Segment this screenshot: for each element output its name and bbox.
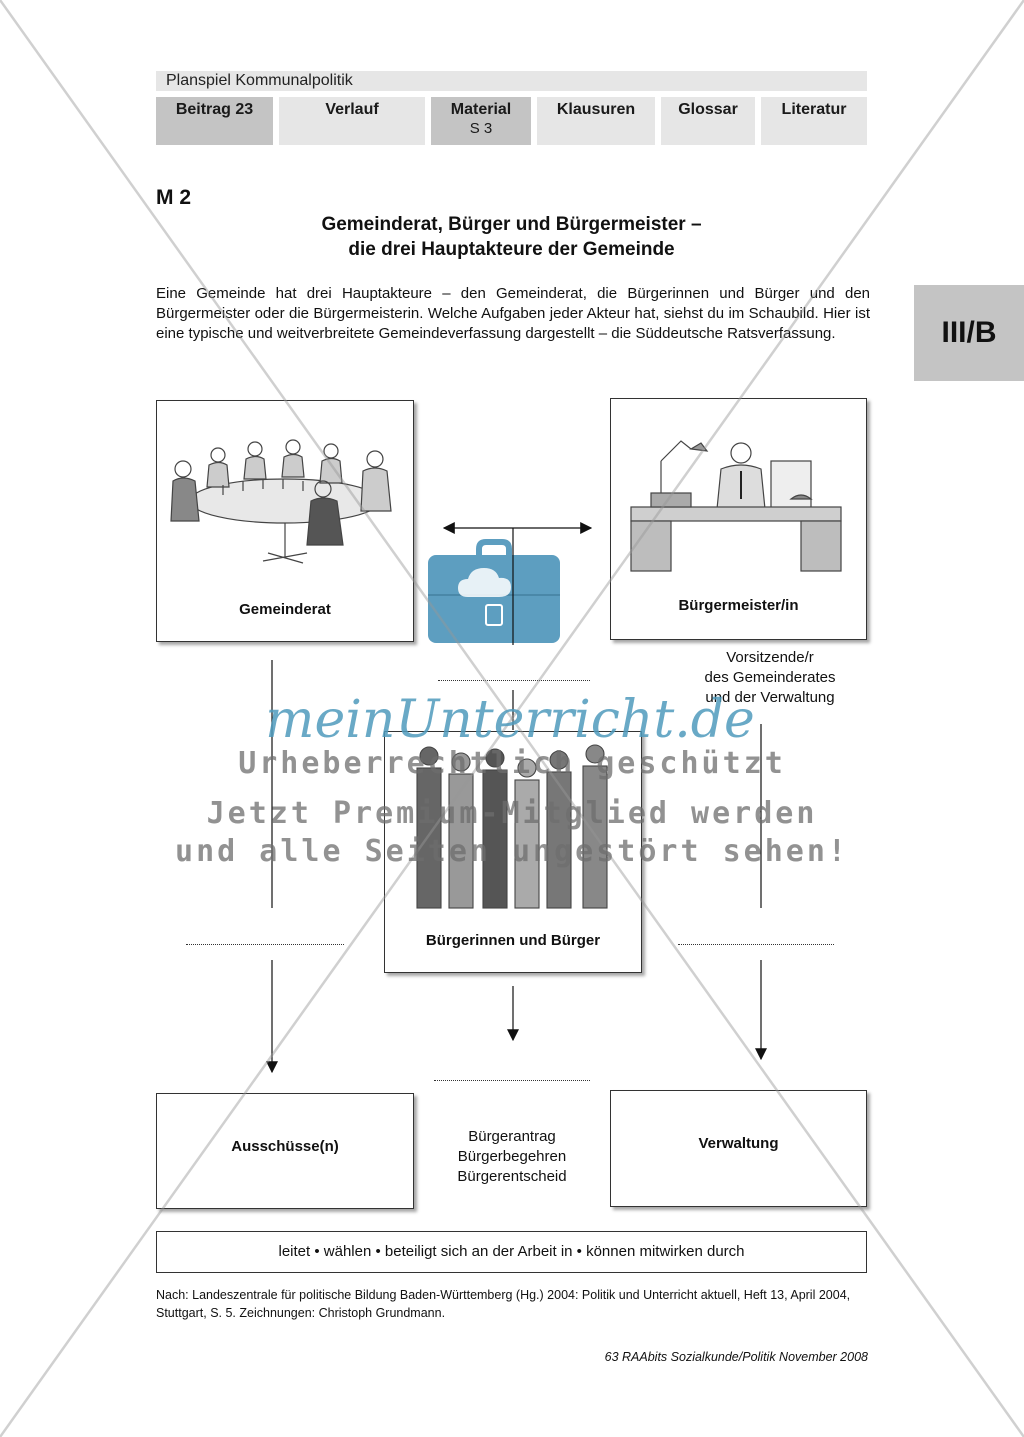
tab-label: Klausuren [556,101,636,118]
verwaltung-label: Verwaltung [698,1135,779,1152]
word-bank: leitet • wählen • beteiligt sich an der … [156,1231,867,1273]
role-note-line: und der Verwaltung [705,689,835,706]
intro-paragraph: Eine Gemeinde hat drei Hauptakteure – de… [156,285,870,342]
tab-klausuren[interactable]: Klausuren [537,97,655,145]
blank-line-left[interactable] [186,944,344,945]
blank-line-bottom[interactable] [434,1080,590,1081]
mayor-at-desk-drawing [630,440,842,572]
buergermeister-box: Bürgermeister/in [610,398,867,640]
role-note-line: Vorsitzende/r [726,649,814,666]
tab-literatur[interactable]: Literatur [761,97,867,145]
council-meeting-drawing [170,439,392,564]
briefcase-icon [428,539,560,643]
tab-label: Beitrag 23 [175,101,254,118]
section-tab: III/B [914,285,1024,381]
tab-label: Verlauf [325,101,379,118]
ausschuesse-box: Ausschüsse(n) [156,1093,414,1209]
source-citation: Nach: Landeszentrale für politische Bild… [156,1288,851,1320]
buerger-instruments: Bürgerantrag Bürgerbegehren Bürgerentsch… [430,1127,594,1187]
role-note-line: des Gemeinderates [704,669,836,686]
watermark-line-1: Urheberrechtlich geschützt [238,746,786,781]
instrument-item: Bürgerantrag [468,1128,556,1145]
tab-material[interactable]: Material S 3 [431,97,531,145]
page-title: Gemeinderat, Bürger und Bürgermeister – … [156,212,867,262]
watermark-line-3: und alle Seiten ungestört sehen! [175,834,849,869]
title-line-1: Gemeinderat, Bürger und Bürgermeister – [321,214,702,235]
tab-label: Glossar [678,101,738,118]
blank-line-top[interactable] [438,680,590,681]
watermark-logo: meinUnterricht.de [265,690,755,750]
buergermeister-role-note: Vorsitzende/r des Gemeinderates und der … [680,648,860,708]
tab-sublabel: S 3 [469,120,493,137]
page-footer: 63 RAAbits Sozialkunde/Politik November … [604,1350,868,1364]
ausschuesse-label: Ausschüsse(n) [231,1138,339,1155]
tab-glossar[interactable]: Glossar [661,97,755,145]
material-code: M 2 [156,186,192,209]
document-title: Planspiel Kommunalpolitik [156,71,867,91]
instrument-item: Bürgerbegehren [457,1148,567,1165]
instrument-item: Bürgerentscheid [457,1168,567,1185]
verwaltung-box: Verwaltung [610,1090,867,1207]
tab-beitrag[interactable]: Beitrag 23 [156,97,273,145]
tab-label: Literatur [781,101,847,118]
title-line-2: die drei Hauptakteure der Gemeinde [348,239,675,260]
gemeinderat-label: Gemeinderat [239,601,331,618]
tab-verlauf[interactable]: Verlauf [279,97,425,145]
buerger-box: Bürgerinnen und Bürger [384,731,642,973]
blank-line-right[interactable] [678,944,834,945]
watermark-line-2: Jetzt Premium-Mitglied werden [206,796,818,831]
gemeinderat-box: Gemeinderat [156,400,414,642]
buergermeister-label: Bürgermeister/in [678,597,799,614]
citizens-group-drawing [416,744,608,909]
buerger-label: Bürgerinnen und Bürger [425,932,601,949]
tab-label: Material [450,101,512,118]
